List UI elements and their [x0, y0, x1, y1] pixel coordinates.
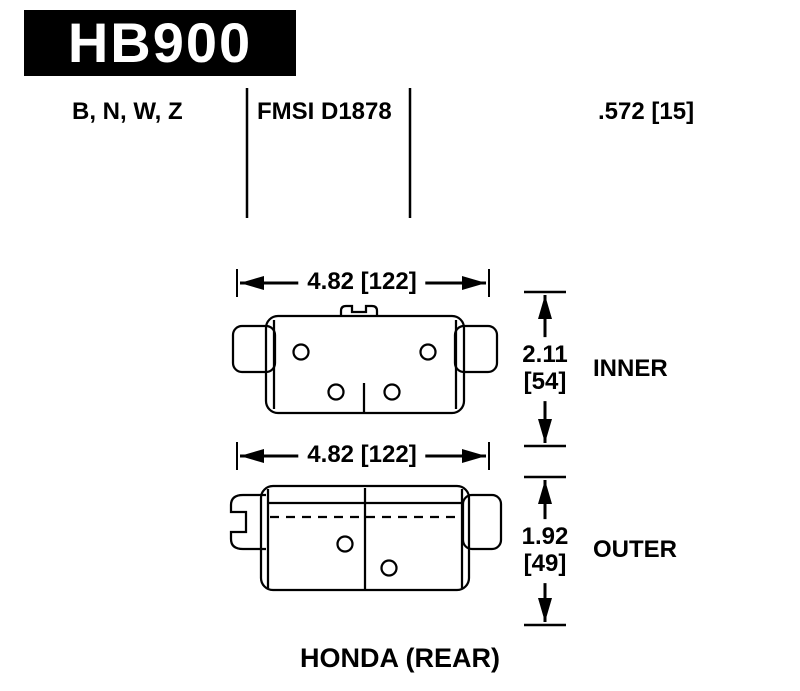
outer-pad-left-tab	[229, 493, 266, 551]
inner-pad-hole	[383, 383, 401, 401]
outer-height-value: 1.92	[521, 523, 569, 551]
inner-pad-plate	[264, 314, 466, 415]
inner-pad-hole	[292, 343, 310, 361]
inner-pad-hole	[327, 383, 345, 401]
fmsi-number: FMSI D1878	[257, 98, 392, 125]
compound-codes: B, N, W, Z	[72, 98, 183, 125]
outer-pad-hole	[336, 535, 354, 553]
inner-pad-left-ear	[231, 324, 277, 374]
inner-pad-right-ear	[453, 324, 499, 374]
header-divider-lines	[245, 88, 412, 218]
part-number-box: HB900	[24, 10, 296, 76]
inner-pad-top-tab	[339, 304, 379, 317]
outer-height-bracket: [49]	[523, 550, 567, 577]
outer-pad-label: OUTER	[593, 536, 677, 563]
outer-width-dimension-text: 4.82 [122]	[298, 441, 426, 469]
outer-height-dimension-text: 1.92 [49]	[514, 519, 576, 583]
inner-pad-label: INNER	[593, 355, 668, 382]
inner-pad-hole	[419, 343, 437, 361]
application-label: HONDA (REAR)	[300, 643, 500, 673]
inner-pad-drawing	[231, 304, 499, 415]
inner-height-dimension-text: 2.11 [54]	[515, 337, 575, 401]
inner-height-bracket: [54]	[523, 368, 567, 395]
outer-pad-hole	[380, 559, 398, 577]
outer-pad-drawing	[229, 484, 503, 592]
inner-height-value: 2.11	[522, 341, 568, 369]
outer-pad-plate	[259, 484, 471, 592]
part-number: HB900	[67, 11, 253, 74]
pad-thickness: .572 [15]	[598, 98, 695, 125]
inner-width-dimension-text: 4.82 [122]	[298, 268, 426, 296]
